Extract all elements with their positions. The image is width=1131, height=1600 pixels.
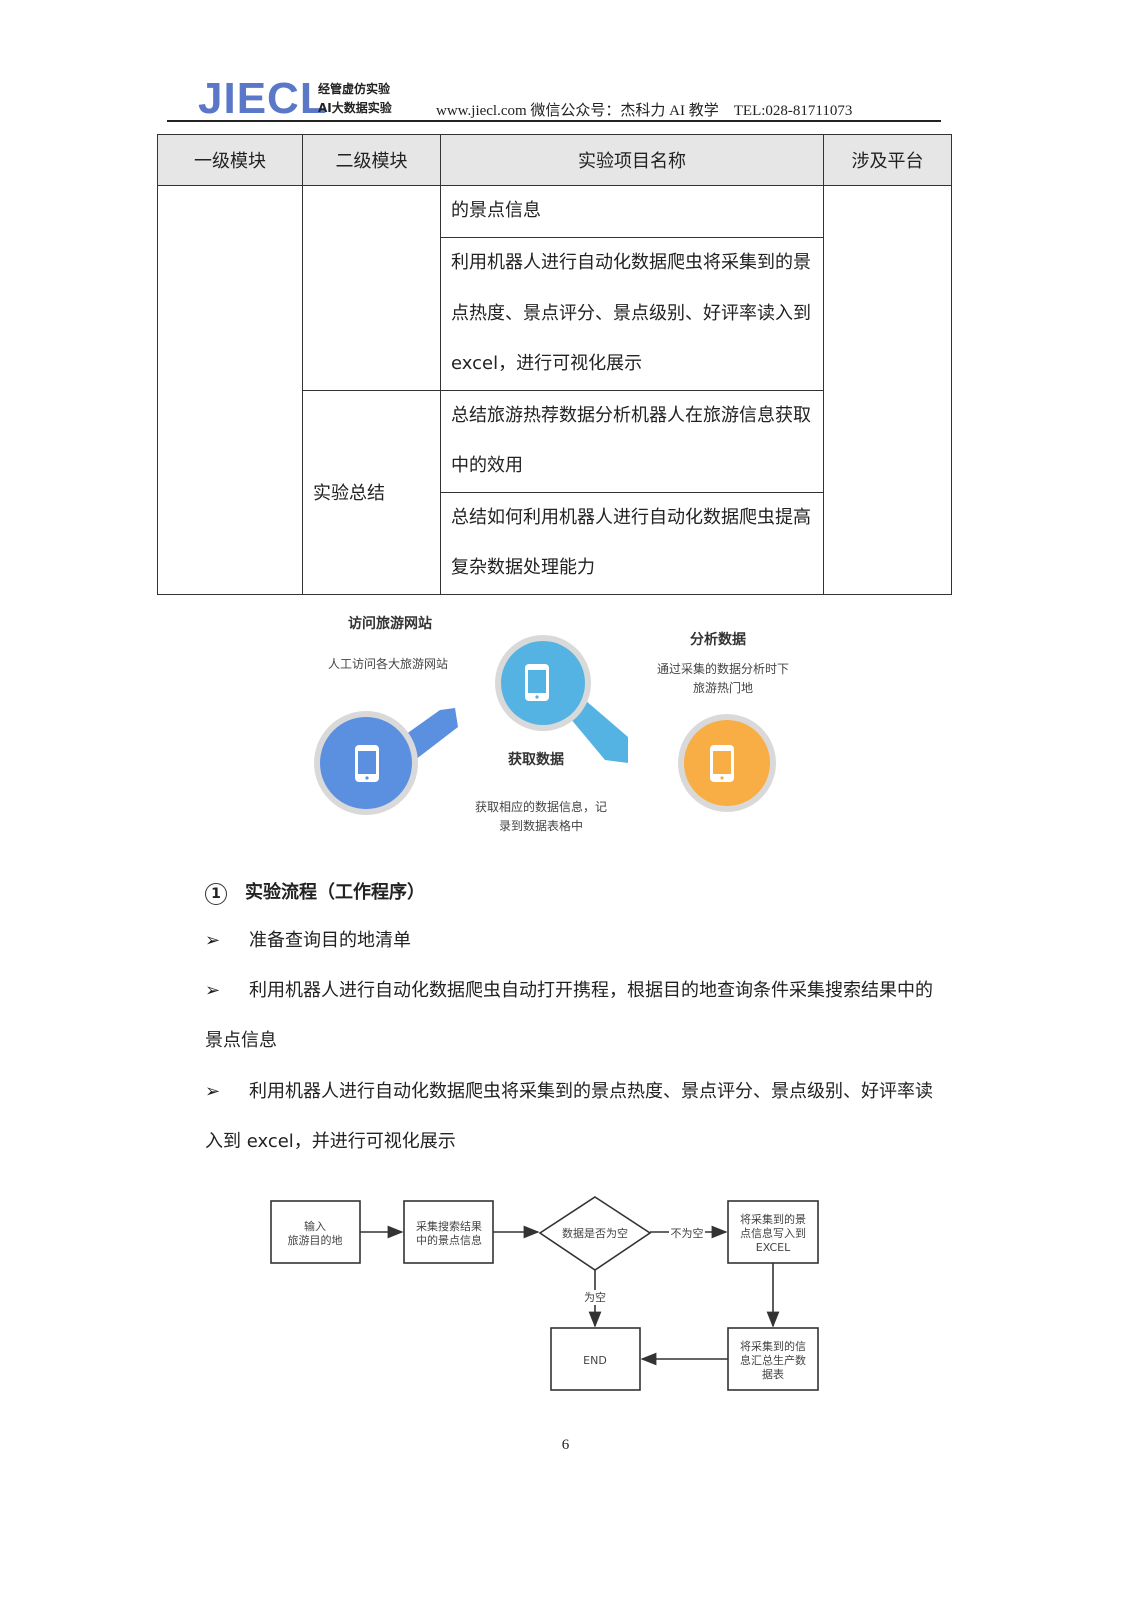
flow-collect-box	[403, 1200, 494, 1264]
experiment-table: 一级模块 二级模块 实验项目名称 涉及平台 的景点信息 利用机器人进行自动化数据…	[157, 134, 952, 595]
table-row: 利用机器人进行自动化数据爬虫将采集到的景点热度、景点评分、景点级别、好评率读入到…	[158, 237, 952, 391]
step3-desc-line1: 通过采集的数据分析时下	[657, 661, 789, 676]
phone-icon	[355, 745, 379, 782]
header-divider	[167, 120, 941, 122]
cell-project: 的景点信息	[440, 185, 824, 238]
flowchart: 输入 旅游目的地 采集搜索结果 中的景点信息 数据是否为空 不为空 为空 将采集…	[270, 1196, 819, 1391]
flow-write-text: EXCEL	[756, 1241, 791, 1254]
step2-title: 获取数据	[508, 751, 564, 768]
flow-input-text: 输入	[304, 1219, 326, 1233]
section-number: 1	[205, 883, 227, 905]
header-contact-info: www.jiecl.com 微信公众号：杰科力 AI 教学 TEL:028-81…	[436, 103, 853, 119]
step1-title: 访问旅游网站	[348, 615, 432, 632]
arrow-bullet-icon: ➢	[205, 980, 221, 1001]
table-row: 的景点信息	[157, 185, 952, 595]
step3-desc-line2: 旅游热门地	[693, 680, 753, 695]
flow-summary-text: 将采集到的信	[740, 1339, 806, 1353]
step2-desc-line2: 录到数据表格中	[499, 818, 583, 833]
header-platform: 涉及平台	[823, 134, 952, 186]
bullet-item: ➢利用机器人进行自动化数据爬虫将采集到的景点热度、景点评分、景点级别、好评率读入…	[205, 1067, 945, 1167]
flow-summary-text: 息汇总生产数	[740, 1353, 806, 1367]
flow-end-box	[550, 1327, 641, 1391]
flow-input-text: 旅游目的地	[288, 1233, 343, 1247]
flow-label-not-empty: 不为空	[671, 1226, 704, 1240]
flow-label-empty: 为空	[584, 1290, 606, 1304]
bullet-text: 准备查询目的地清单	[249, 930, 411, 951]
cell-level2	[302, 185, 441, 391]
step3-title: 分析数据	[690, 631, 746, 648]
header-level1: 一级模块	[157, 134, 303, 186]
table-header-row: 一级模块 二级模块 实验项目名称 涉及平台	[157, 134, 952, 186]
logo: JIECL	[198, 74, 328, 123]
cell-project: 总结旅游热荐数据分析机器人在旅游信息获取中的效用	[440, 389, 824, 493]
logo-subtitle-2: AI大数据实验	[318, 101, 392, 115]
process-infographic: 访问旅游网站 人工访问各大旅游网站 获取数据 获取相应的数据信息，记 录到数据表…	[314, 615, 789, 833]
flow-end-text: END	[583, 1354, 607, 1367]
flow-summary-text: 据表	[762, 1367, 784, 1381]
cell-project: 利用机器人进行自动化数据爬虫将采集到的景点热度、景点评分、景点级别、好评率读入到…	[440, 237, 824, 391]
flow-decision-text: 数据是否为空	[562, 1226, 628, 1240]
phone-icon	[525, 664, 549, 701]
table-row: 实验总结 总结旅游热荐数据分析机器人在旅游信息获取中的效用	[158, 389, 952, 595]
bullet-item: ➢利用机器人进行自动化数据爬虫自动打开携程，根据目的地查询条件采集搜索结果中的景…	[205, 966, 945, 1066]
flow-write-text: 将采集到的景	[740, 1212, 806, 1226]
flow-input-box	[270, 1200, 361, 1264]
cell-project: 总结如何利用机器人进行自动化数据爬虫提高复杂数据处理能力	[440, 491, 824, 595]
flow-write-box	[727, 1200, 819, 1264]
bullet-item: ➢ 准备查询目的地清单	[205, 916, 945, 966]
flow-collect-text: 中的景点信息	[416, 1233, 482, 1247]
flow-collect-text: 采集搜索结果	[416, 1219, 482, 1233]
step1-desc: 人工访问各大旅游网站	[328, 656, 448, 671]
header-level2: 二级模块	[302, 134, 441, 186]
table-row: 总结如何利用机器人进行自动化数据爬虫提高复杂数据处理能力	[158, 491, 952, 595]
logo-subtitle-1: 经管虚仿实验	[318, 82, 391, 96]
header-project: 实验项目名称	[440, 134, 824, 186]
cell-level2-summary: 实验总结	[302, 389, 441, 595]
phone-icon	[710, 745, 734, 782]
flow-summary-box	[727, 1327, 819, 1391]
cell-platform	[823, 185, 952, 595]
section-title: 实验流程（工作程序）	[245, 882, 425, 903]
bullet-text: 利用机器人进行自动化数据爬虫自动打开携程，根据目的地查询条件采集搜索结果中的景点…	[205, 980, 933, 1051]
page-number: 6	[561, 1437, 570, 1453]
flow-write-text: 点信息写入到	[740, 1226, 806, 1240]
step2-desc-line1: 获取相应的数据信息，记	[475, 799, 607, 814]
magnifier-handle	[565, 700, 628, 763]
arrow-bullet-icon: ➢	[205, 930, 221, 951]
bullet-text: 利用机器人进行自动化数据爬虫将采集到的景点热度、景点评分、景点级别、好评率读入到…	[205, 1081, 933, 1152]
arrow-bullet-icon: ➢	[205, 1081, 221, 1102]
cell-level1	[157, 185, 303, 595]
section-heading: 1 实验流程（工作程序）	[205, 878, 425, 905]
